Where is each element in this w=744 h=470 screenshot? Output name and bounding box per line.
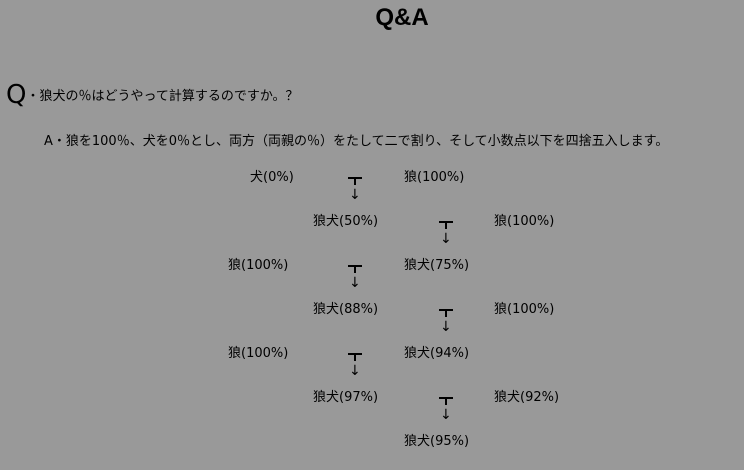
diagram-node: 狼(100%) <box>494 214 555 229</box>
question-text: ・狼犬の％はどうやって計算するのですか。？ <box>26 89 299 104</box>
arrow-down-icon: ↓ <box>440 231 452 247</box>
diagram-node: 狼犬(97%) <box>313 390 379 405</box>
diagram-node: 狼犬(92%) <box>494 390 560 405</box>
diagram-node: 狼犬(95%) <box>404 434 470 449</box>
join-connector: ↓ <box>439 397 455 429</box>
diagram-node: 狼犬(75%) <box>404 258 470 273</box>
arrow-down-icon: ↓ <box>349 187 361 203</box>
join-connector: ↓ <box>348 177 364 209</box>
arrow-down-icon: ↓ <box>440 407 452 423</box>
join-connector: ↓ <box>348 265 364 297</box>
diagram-node: 狼(100%) <box>494 302 555 317</box>
diagram-node: 狼犬(88%) <box>313 302 379 317</box>
diagram-node: 犬(0%) <box>250 170 294 185</box>
arrow-down-icon: ↓ <box>349 363 361 379</box>
diagram-node: 狼(100%) <box>228 346 289 361</box>
diagram-node: 狼(100%) <box>228 258 289 273</box>
diagram-node: 狼犬(94%) <box>404 346 470 361</box>
diagram-node: 狼(100%) <box>404 170 465 185</box>
page-title: Q&A <box>375 4 429 31</box>
join-connector: ↓ <box>439 221 455 253</box>
question: Q・狼犬の％はどうやって計算するのですか。？ <box>6 80 299 110</box>
answer-text: A・狼を100％、犬を0％とし、両方（両親の％）をたして二で割り、そして小数点以… <box>44 134 669 149</box>
question-marker: Q <box>6 80 27 110</box>
diagram-node: 狼犬(50%) <box>313 214 379 229</box>
join-connector: ↓ <box>348 353 364 385</box>
arrow-down-icon: ↓ <box>440 319 452 335</box>
arrow-down-icon: ↓ <box>349 275 361 291</box>
join-connector: ↓ <box>439 309 455 341</box>
